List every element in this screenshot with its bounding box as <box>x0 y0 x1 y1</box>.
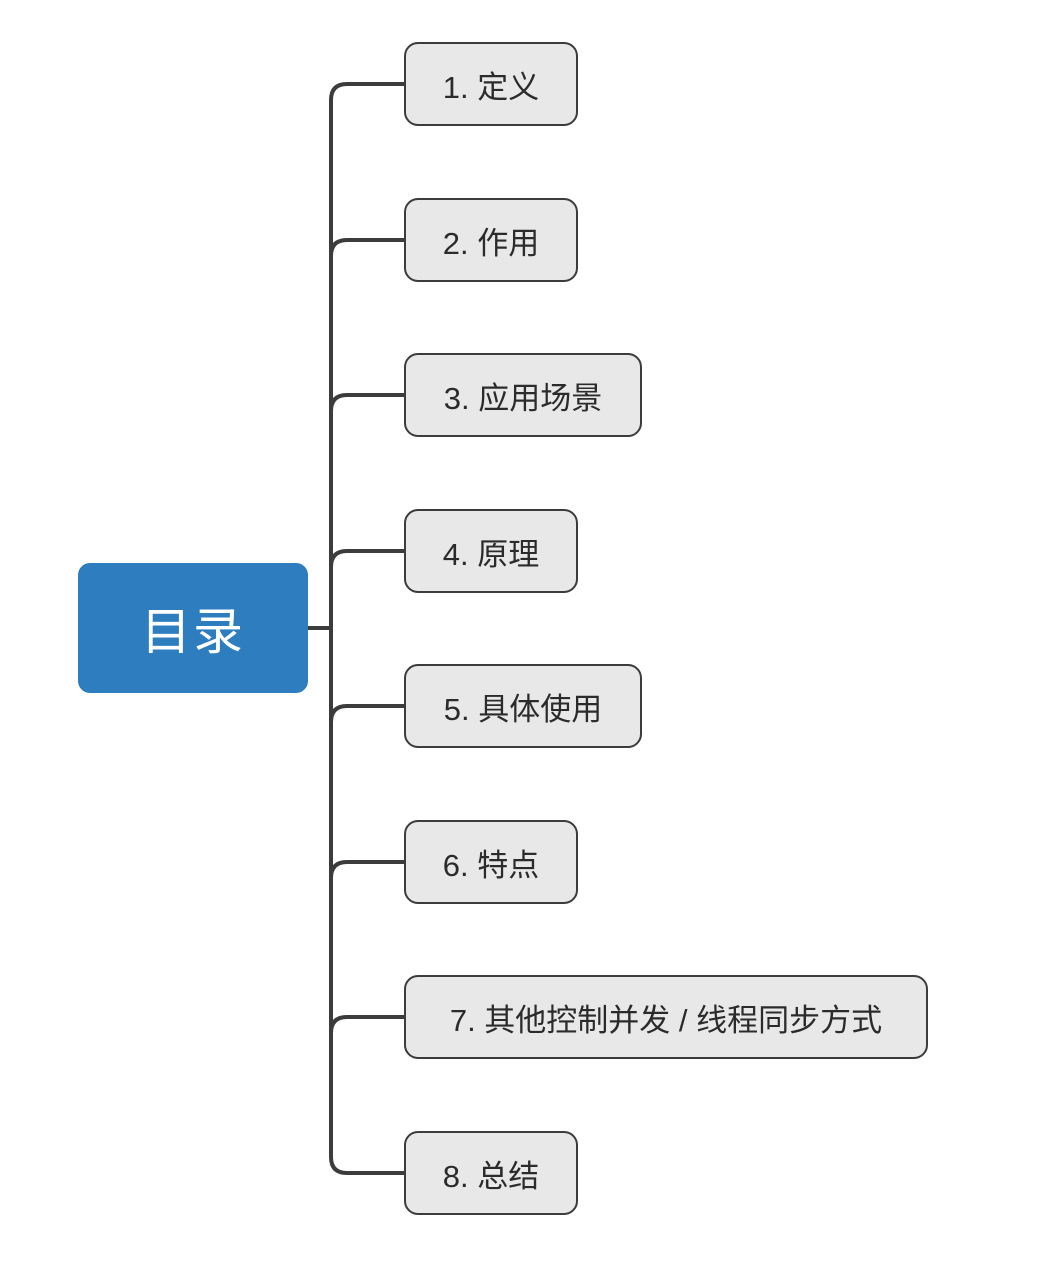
branch-node-5[interactable]: 5. 具体使用 <box>404 664 642 748</box>
branch-node-3[interactable]: 3. 应用场景 <box>404 353 642 437</box>
root-node-contents[interactable]: 目录 <box>78 563 308 693</box>
branch-node-3-label: 3. 应用场景 <box>443 380 603 416</box>
branch-node-2[interactable]: 2. 作用 <box>404 198 578 282</box>
connector-branch-4 <box>329 549 406 569</box>
branch-node-6[interactable]: 6. 特点 <box>404 820 578 904</box>
branch-node-5-label: 5. 具体使用 <box>443 691 603 727</box>
connector-branch-7 <box>329 1015 406 1035</box>
branch-node-4-label: 4. 原理 <box>442 536 540 572</box>
connector-branch-6 <box>329 860 406 880</box>
branch-node-7[interactable]: 7. 其他控制并发 / 线程同步方式 <box>404 975 928 1059</box>
branch-node-7-label: 7. 其他控制并发 / 线程同步方式 <box>449 1002 883 1038</box>
connector-branch-5 <box>329 704 406 724</box>
branch-node-1-label: 1. 定义 <box>442 69 540 105</box>
branch-node-2-label: 2. 作用 <box>442 225 540 261</box>
connector-branch-2 <box>329 238 406 258</box>
branch-node-1[interactable]: 1. 定义 <box>404 42 578 126</box>
branch-node-8[interactable]: 8. 总结 <box>404 1131 578 1215</box>
branch-node-6-label: 6. 特点 <box>442 847 540 883</box>
root-node-label: 目录 <box>141 604 245 660</box>
connector-trunk <box>329 82 406 1175</box>
branch-node-4[interactable]: 4. 原理 <box>404 509 578 593</box>
connector-branch-3 <box>329 393 406 413</box>
branch-node-8-label: 8. 总结 <box>442 1158 540 1194</box>
